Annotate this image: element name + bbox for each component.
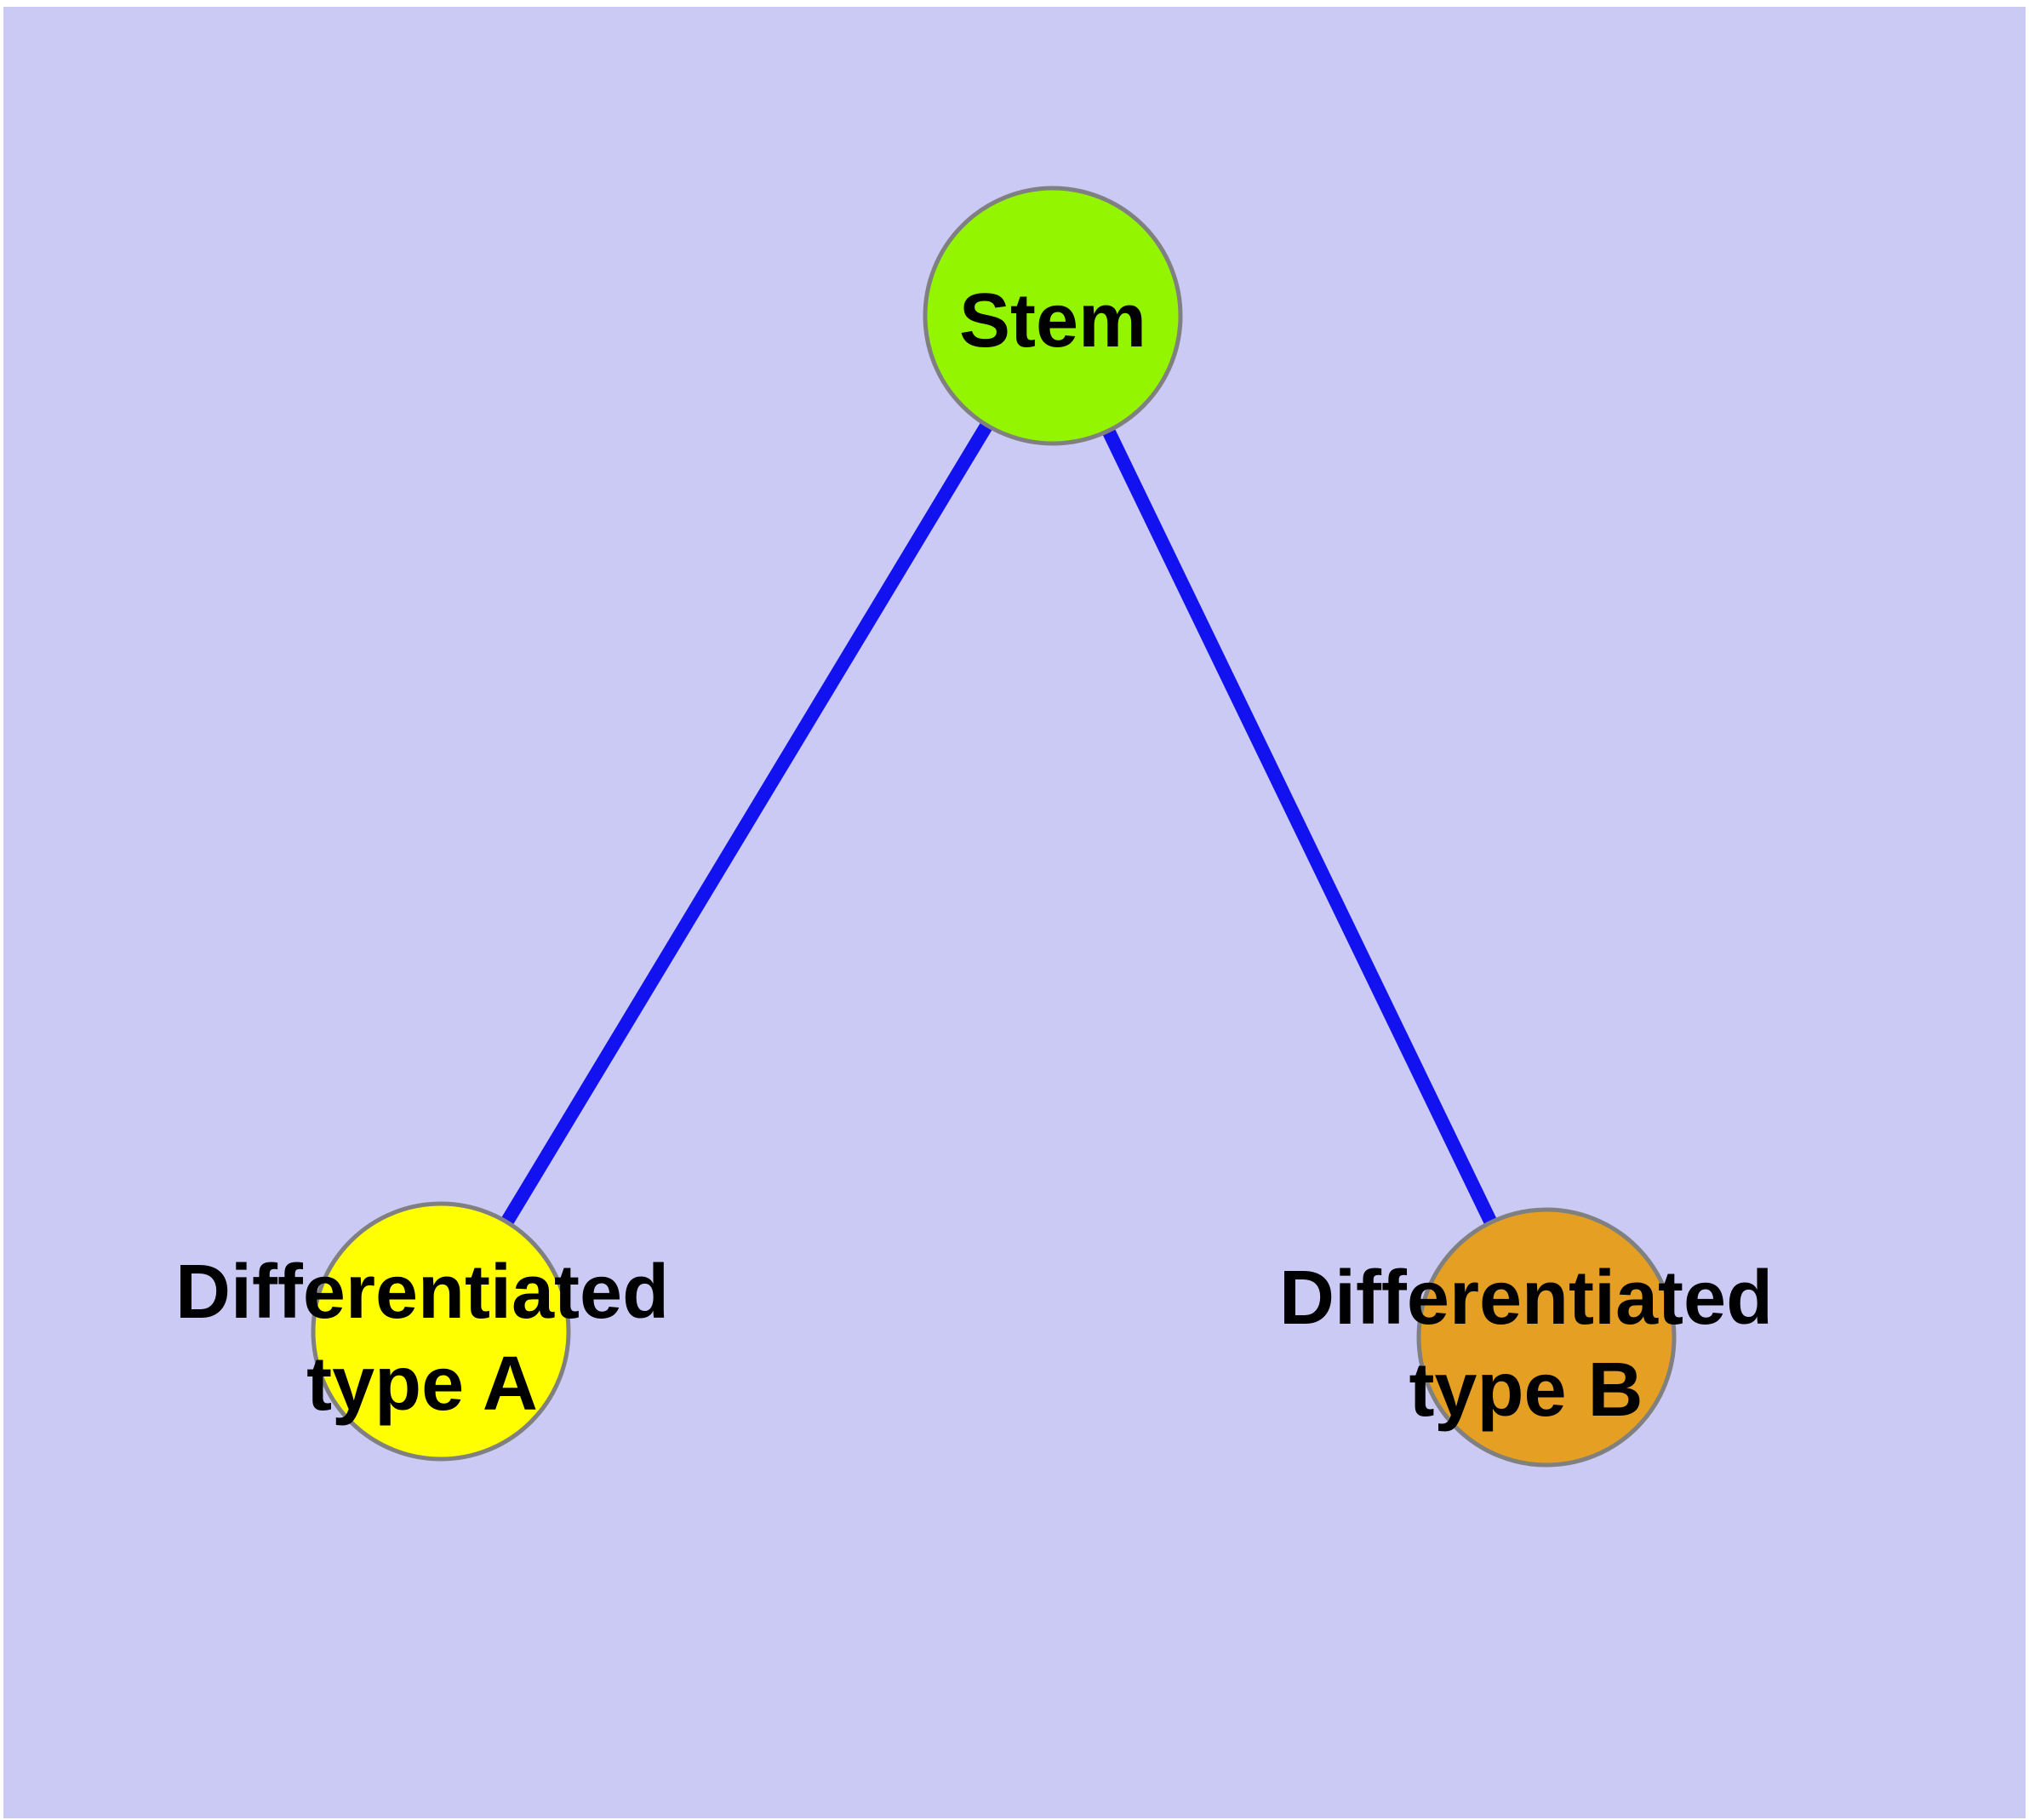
node-type-b-circle[interactable] [1416,1207,1677,1468]
node-type-a-circle[interactable] [311,1201,571,1462]
edge-stem-to-type-a [435,312,1059,1336]
node-stem-circle[interactable] [923,186,1183,446]
edge-stem-to-type-b [1046,312,1553,1341]
